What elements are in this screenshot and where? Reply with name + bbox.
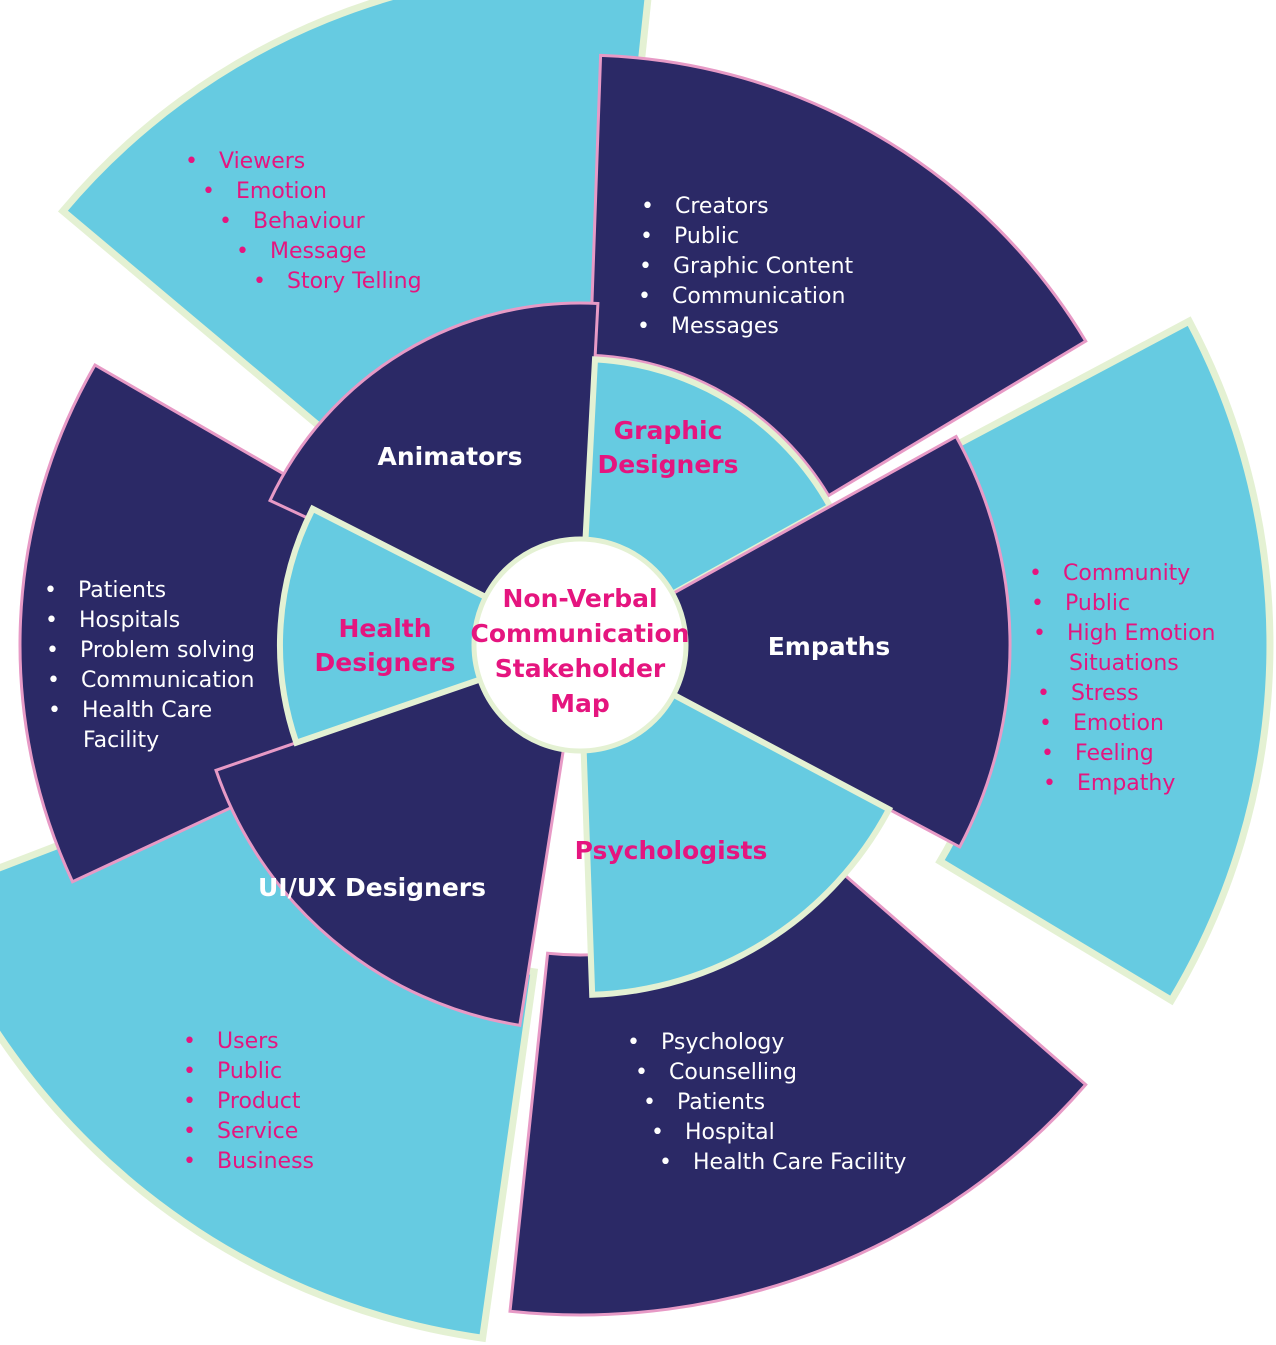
list-item-psychologists: Psychology (661, 1030, 784, 1055)
list-item-graphic-designers: Public (674, 224, 739, 249)
center-title: Communication (471, 619, 690, 648)
bullet-icon: • (641, 194, 654, 219)
bullet-icon: • (183, 1089, 196, 1114)
list-item-empaths: Community (1063, 561, 1190, 586)
list-item-empaths: High Emotion (1067, 621, 1216, 646)
list-item-health-designers: Communication (81, 668, 254, 693)
bullet-icon: • (219, 209, 232, 234)
bullet-icon: • (183, 1059, 196, 1084)
list-item-animators: Story Telling (287, 269, 422, 294)
bullet-icon: • (637, 314, 650, 339)
bullet-icon: • (635, 1060, 648, 1085)
outer-segment-graphic-designers (588, 53, 1088, 498)
bullet-icon: • (643, 1090, 656, 1115)
list-item-ui-ux-designers: Product (217, 1089, 301, 1114)
stakeholder-label-animators: Animators (378, 442, 523, 471)
list-item-graphic-designers: Messages (671, 314, 779, 339)
stakeholder-label-health-designers: Designers (314, 648, 455, 677)
list-item-ui-ux-designers: Users (217, 1029, 279, 1054)
list-item-psychologists: Counselling (669, 1060, 797, 1085)
list-item-animators: Behaviour (253, 209, 366, 234)
list-item-empaths: Public (1065, 591, 1130, 616)
list-item-health-designers: Hospitals (79, 608, 180, 633)
center-title: Stakeholder (495, 654, 666, 683)
bullet-icon: • (183, 1029, 196, 1054)
list-item-graphic-designers: Creators (675, 194, 769, 219)
bullet-icon: • (202, 179, 215, 204)
bullet-icon: • (45, 608, 58, 633)
list-item-graphic-designers: Communication (672, 284, 845, 309)
center-circle (471, 536, 689, 754)
list-item-empaths: Emotion (1073, 711, 1164, 736)
center-title: Non-Verbal (502, 584, 657, 613)
list-item-animators: Emotion (236, 179, 327, 204)
bullet-icon: • (627, 1030, 640, 1055)
stakeholder-label-empaths: Empaths (768, 632, 891, 661)
stakeholder-label-ui-ux-designers: UI/UX Designers (258, 873, 486, 902)
list-item-animators: Message (270, 239, 366, 264)
list-item-animators: Viewers (219, 149, 305, 174)
bullet-icon: • (48, 698, 61, 723)
bullet-icon: • (236, 239, 249, 264)
list-item-health-designers: Health Care (82, 698, 212, 723)
list-item-psychologists: Patients (677, 1090, 765, 1115)
list-item-health-designers: Facility (83, 728, 159, 753)
list-item-ui-ux-designers: Service (217, 1119, 298, 1144)
bullet-icon: • (1039, 711, 1052, 736)
bullet-icon: • (44, 578, 57, 603)
bullet-icon: • (47, 668, 60, 693)
list-item-empaths: Stress (1071, 681, 1139, 706)
stakeholder-label-graphic-designers: Graphic (614, 416, 723, 445)
bullet-icon: • (183, 1149, 196, 1174)
list-item-psychologists: Hospital (685, 1120, 775, 1145)
bullet-icon: • (651, 1120, 664, 1145)
list-item-empaths: Feeling (1075, 741, 1154, 766)
list-item-health-designers: Problem solving (80, 638, 255, 663)
list-item-empaths: Situations (1069, 651, 1179, 676)
bullet-icon: • (1029, 561, 1042, 586)
list-item-empaths: Empathy (1077, 771, 1175, 796)
bullet-icon: • (46, 638, 59, 663)
center-title: Map (550, 689, 610, 718)
list-item-health-designers: Patients (78, 578, 166, 603)
bullet-icon: • (1041, 741, 1054, 766)
bullet-icon: • (1037, 681, 1050, 706)
list-item-ui-ux-designers: Business (217, 1149, 314, 1174)
labels: Animators•Viewers•Emotion•Behaviour•Mess… (44, 149, 1216, 1175)
bullet-icon: • (639, 254, 652, 279)
list-item-psychologists: Health Care Facility (693, 1150, 906, 1175)
stakeholder-label-graphic-designers: Designers (597, 450, 738, 479)
bullet-icon: • (1043, 771, 1056, 796)
list-item-graphic-designers: Graphic Content (673, 254, 854, 279)
stakeholder-label-health-designers: Health (338, 614, 431, 643)
stakeholder-label-psychologists: Psychologists (575, 836, 768, 865)
bullet-icon: • (185, 149, 198, 174)
bullet-icon: • (1031, 591, 1044, 616)
bullet-icon: • (640, 224, 653, 249)
bullet-icon: • (183, 1119, 196, 1144)
bullet-icon: • (638, 284, 651, 309)
list-item-ui-ux-designers: Public (217, 1059, 282, 1084)
bullet-icon: • (1033, 621, 1046, 646)
bullet-icon: • (659, 1150, 672, 1175)
bullet-icon: • (253, 269, 266, 294)
